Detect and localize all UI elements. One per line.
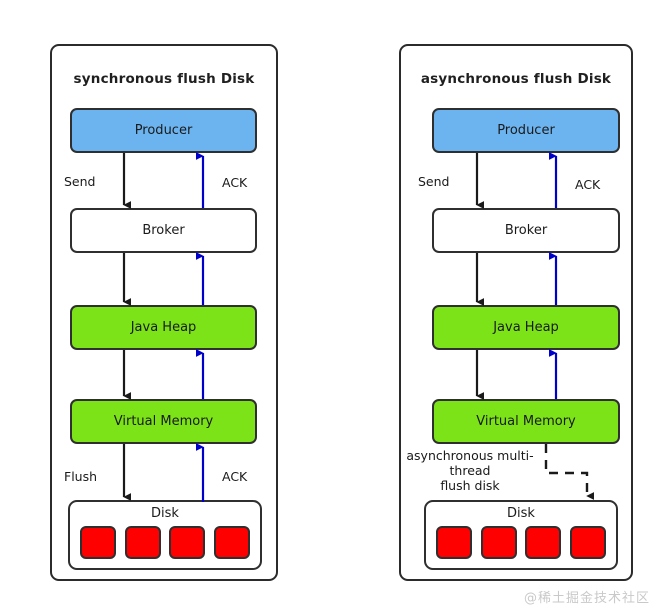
disk-label-sync: Disk [151,506,179,521]
edge-label-ack-disk-sync: ACK [222,469,248,484]
disk-block [124,526,161,559]
disk-block [213,526,250,559]
edge-label-send-sync: Send [64,174,96,189]
node-producer-sync[interactable]: Producer [70,108,257,153]
disk-blocks-sync [80,526,250,559]
node-broker-sync[interactable]: Broker [70,208,257,253]
disk-container-async: Disk [424,500,618,570]
async-flush-note: asynchronous multi- thread flush disk [405,448,535,493]
disk-block [480,526,517,559]
async-flush-note-line3: flush disk [440,478,500,493]
disk-container-sync: Disk [68,500,262,570]
async-flush-note-line1: asynchronous multi- [406,448,534,463]
node-virtual-memory-async[interactable]: Virtual Memory [432,399,620,444]
disk-block [569,526,606,559]
node-producer-async[interactable]: Producer [432,108,620,153]
node-java-heap-sync[interactable]: Java Heap [70,305,257,350]
disk-block [436,526,472,559]
edge-label-ack-producer-async: ACK [575,177,601,192]
node-java-heap-async[interactable]: Java Heap [432,305,620,350]
edge-label-send-async: Send [418,174,450,189]
disk-block [169,526,206,559]
edge-label-ack-producer-sync: ACK [222,175,248,190]
disk-blocks-async [436,526,606,559]
disk-block [525,526,562,559]
disk-block [80,526,116,559]
edge-label-flush-sync: Flush [64,469,98,484]
disk-label-async: Disk [507,506,535,521]
panel-title-asynchronous: asynchronous flush Disk [420,71,612,87]
node-broker-async[interactable]: Broker [432,208,620,253]
panel-title-synchronous: synchronous flush Disk [73,71,255,87]
watermark: @稀土掘金技术社区 [523,591,650,606]
node-virtual-memory-sync[interactable]: Virtual Memory [70,399,257,444]
async-flush-note-line2: thread [449,463,491,478]
